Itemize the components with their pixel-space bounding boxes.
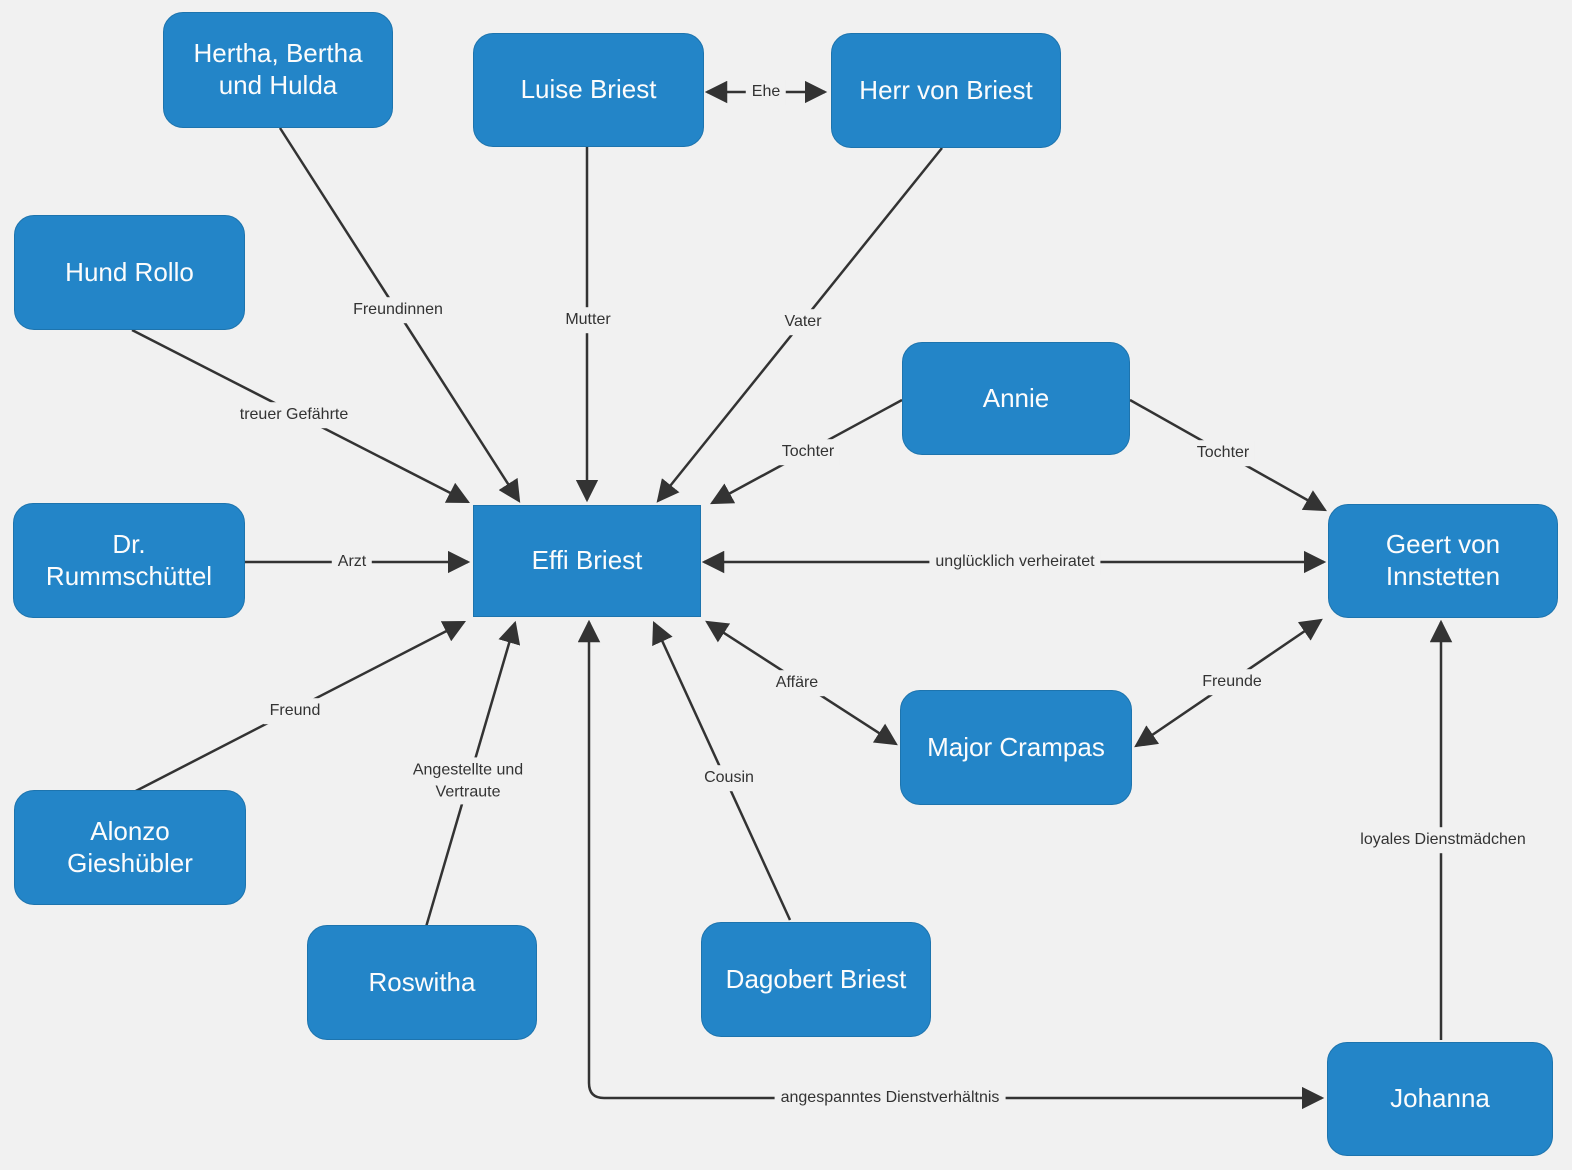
edge-label-tochter-geert: Tochter [1190, 440, 1256, 466]
edge-label-loyales-dienstmaedchen: loyales Dienstmädchen [1354, 827, 1532, 853]
node-geert-von-innstetten: Geert von Innstetten [1328, 504, 1558, 618]
edge-label-freund: Freund [263, 698, 327, 724]
edge-label-freunde: Freunde [1196, 669, 1268, 695]
edge-label-mutter: Mutter [559, 307, 617, 333]
node-effi-briest: Effi Briest [473, 505, 701, 617]
node-alonzo-gieshuebler: Alonzo Gieshübler [14, 790, 246, 905]
edge-label-freundinnen: Freundinnen [347, 297, 449, 323]
node-hertha-bertha-hulda: Hertha, Bertha und Hulda [163, 12, 393, 128]
node-luise-briest: Luise Briest [473, 33, 704, 147]
edge-label-angestellte-vertraute: Angestellte und Vertraute [403, 757, 533, 805]
node-annie: Annie [902, 342, 1130, 455]
edge-label-tochter-effi: Tochter [775, 439, 841, 465]
edge-effi-johanna [577, 619, 1325, 1110]
node-herr-von-briest: Herr von Briest [831, 33, 1061, 148]
edge-label-arzt: Arzt [331, 549, 373, 575]
edge-label-ehe: Ehe [745, 79, 787, 105]
node-major-crampas: Major Crampas [900, 690, 1132, 805]
node-dr-rummschuettel: Dr. Rummschüttel [13, 503, 245, 618]
edge-label-treuer-gefaehrte: treuer Gefährte [233, 402, 355, 428]
edge-label-cousin: Cousin [698, 765, 760, 791]
edge-label-vater: Vater [778, 309, 828, 335]
edge-label-ungluecklich-verheiratet: unglücklich verheiratet [929, 549, 1101, 575]
node-johanna: Johanna [1327, 1042, 1553, 1156]
node-hund-rollo: Hund Rollo [14, 215, 245, 330]
node-dagobert-briest: Dagobert Briest [701, 922, 931, 1037]
edge-label-angespanntes-dienstverhaeltnis: angespanntes Dienstverhältnis [774, 1085, 1006, 1111]
edge-label-affaere: Affäre [769, 670, 825, 696]
node-roswitha: Roswitha [307, 925, 537, 1040]
